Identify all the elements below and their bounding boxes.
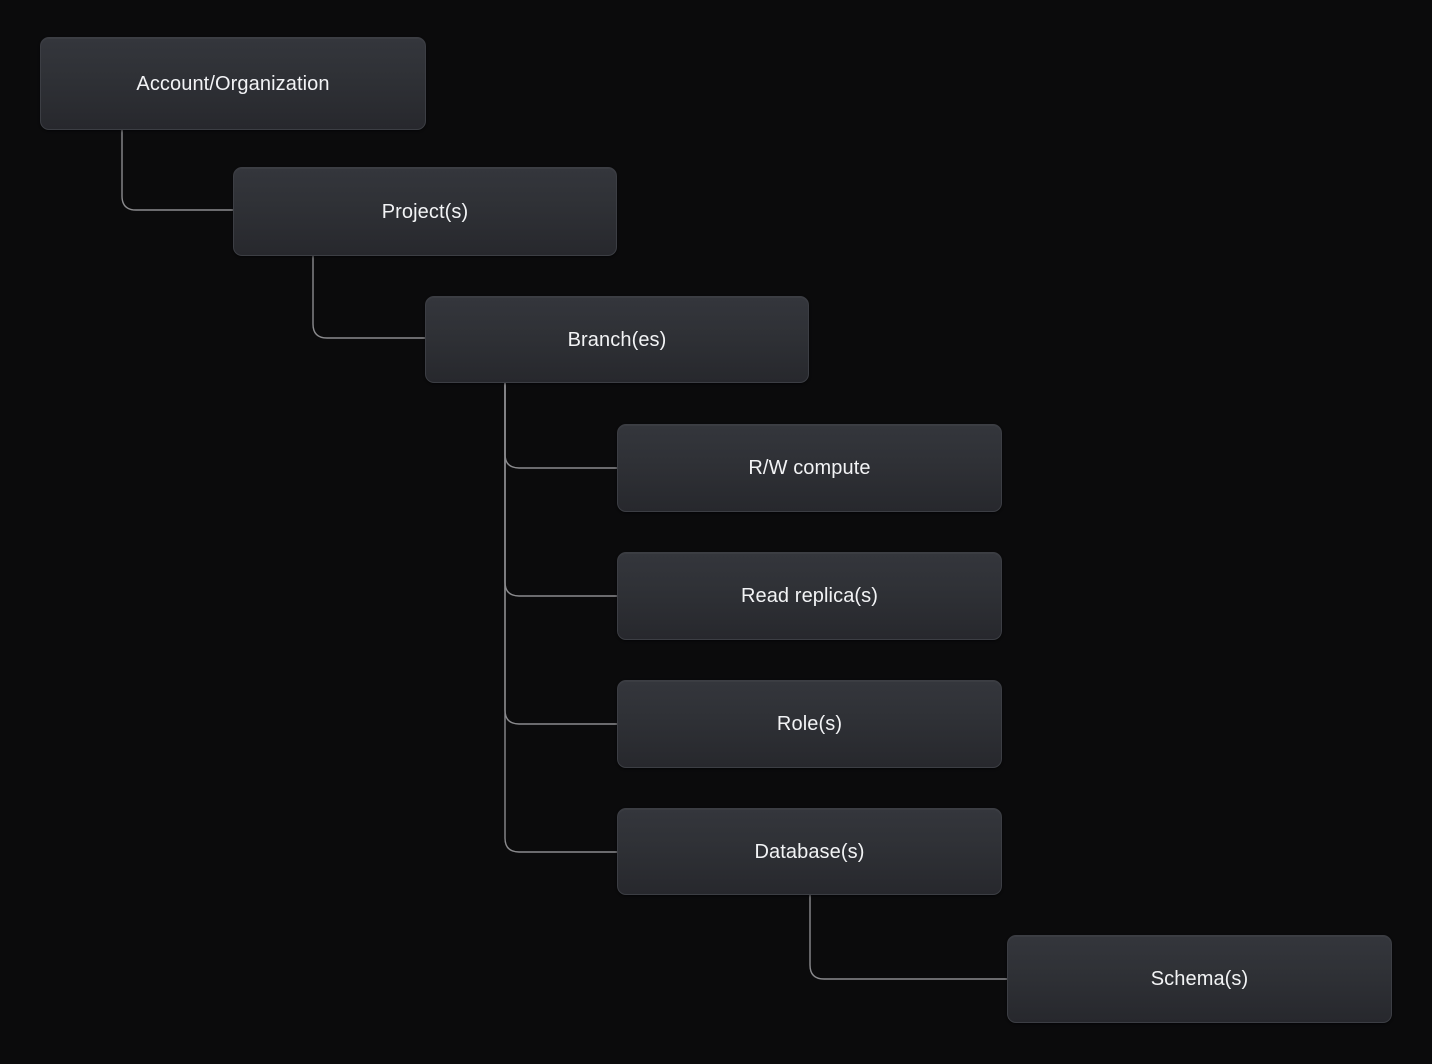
node-branch[interactable]: Branch(es) — [425, 296, 809, 383]
node-account[interactable]: Account/Organization — [40, 37, 426, 130]
node-label-rw-compute: R/W compute — [748, 457, 871, 479]
node-label-role: Role(s) — [776, 713, 843, 735]
node-read-replica[interactable]: Read replica(s) — [617, 552, 1002, 640]
node-label-schema: Schema(s) — [1150, 968, 1249, 990]
node-project[interactable]: Project(s) — [233, 167, 617, 256]
node-label-project: Project(s) — [381, 200, 469, 223]
edge-database-schema — [809, 894, 1008, 980]
node-label-database: Database(s) — [754, 840, 865, 863]
edge-branch-rwcompute — [504, 382, 618, 469]
node-database[interactable]: Database(s) — [617, 808, 1002, 895]
edge-branch-database — [504, 382, 618, 853]
node-schema[interactable]: Schema(s) — [1007, 935, 1392, 1023]
edge-branch-readreplica — [504, 382, 618, 597]
node-rw-compute[interactable]: R/W compute — [617, 424, 1002, 512]
node-label-read-replica: Read replica(s) — [740, 585, 879, 607]
node-label-branch: Branch(es) — [567, 328, 667, 351]
node-role[interactable]: Role(s) — [617, 680, 1002, 768]
node-label-account: Account/Organization — [136, 72, 330, 95]
edge-project-branch — [312, 255, 426, 339]
edge-account-project — [121, 129, 234, 211]
edge-branch-role — [504, 382, 618, 725]
